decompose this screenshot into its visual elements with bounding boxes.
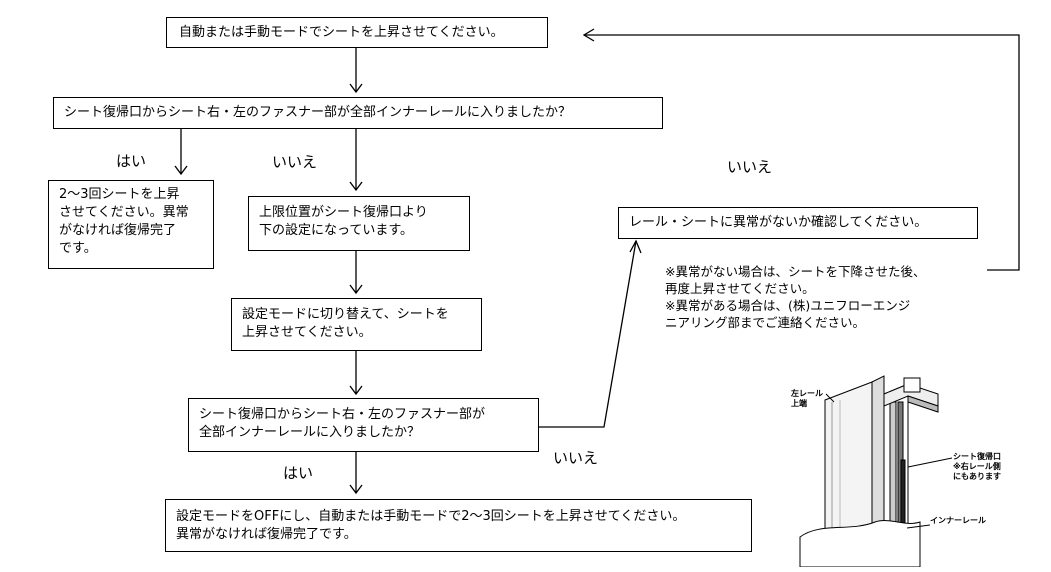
step-auto-manual-raise-text: 自動または手動モードでシートを上昇させてください。 [179,25,504,40]
check-fastener-inserted: シート復帰口からシート右・左のファスナー部が全部インナーレールに入りましたか？ [53,97,663,129]
label-left-rail-line2: 上端 [791,399,807,408]
label-no-second: いいえ [553,449,599,467]
rail-illustration [799,375,953,567]
note-line3: ※異常がある場合は、(株)ユニフローエンジ [665,298,911,313]
final-setting-off: 設定モードをOFFにし、自動または手動モードで2〜3回シートを上昇させてください… [165,499,752,552]
recheck-line1: シート復帰口からシート右・左のファスナー部が [199,407,486,422]
label-no-first: いいえ [272,153,318,171]
upper-limit-notice: 上限位置がシート復帰口より 下の設定になっています。 [248,196,470,251]
note-no-abnormality: ※異常がない場合は、シートを下降させた後、 再度上昇させてください。 ※異常があ… [665,263,925,331]
label-sheet-return-port: シート復帰口 ※右レール側 にもあります [953,452,1001,482]
note-line1: ※異常がない場合は、シートを下降させた後、 [665,264,926,279]
label-return-line3: にもあります [953,472,1001,481]
label-inner-rail: インナーレール [930,516,986,525]
switch-setting-mode: 設定モードに切り替えて、シートを 上昇させてください。 [231,298,482,351]
switch-setting-line1: 設定モードに切り替えて、シートを [242,307,449,322]
upper-limit-line2: 下の設定になっています。 [259,223,414,238]
yes-raise-line3: がなければ復帰完了 [59,223,177,238]
note-line2: 再度上昇させてください。 [665,281,815,296]
yes-raise-line4: です。 [59,241,97,256]
step-auto-manual-raise: 自動または手動モードでシートを上昇させてください。 [166,17,548,48]
label-no-loop: いいえ [727,158,773,176]
label-left-rail-line1: 左レール [791,389,823,398]
note-line4: ニアリング部までご連絡ください。 [665,315,866,330]
upper-limit-line1: 上限位置がシート復帰口より [259,205,428,220]
label-return-line2: ※右レール側 [953,462,1001,471]
check-fastener-inserted-text: シート復帰口からシート右・左のファスナー部が全部インナーレールに入りましたか？ [64,105,572,120]
label-yes-first: はい [116,152,147,170]
final-line1: 設定モードをOFFにし、自動または手動モードで2〜3回シートを上昇させてください… [176,509,686,524]
inspect-rail-sheet: レール・シートに異常がないか確認してください。 [618,207,978,239]
recheck-line2: 全部インナーレールに入りましたか？ [199,425,421,440]
label-left-rail-top: 左レール 上端 [791,389,823,409]
switch-setting-line2: 上昇させてください。 [242,325,372,340]
label-return-line1: シート復帰口 [953,452,1001,461]
yes-raise-line2: させてください。異常 [59,205,189,220]
label-yes-second: はい [283,464,314,482]
recheck-fastener-inserted: シート復帰口からシート右・左のファスナー部が 全部インナーレールに入りましたか？ [188,398,539,452]
inspect-rail-sheet-text: レール・シートに異常がないか確認してください。 [629,215,928,230]
yes-raise-2-3-times: 2〜3回シートを上昇 させてください。異常 がなければ復帰完了 です。 [48,180,214,269]
final-line2: 異常がなければ復帰完了です。 [176,527,357,542]
yes-raise-line1: 2〜3回シートを上昇 [59,187,180,202]
